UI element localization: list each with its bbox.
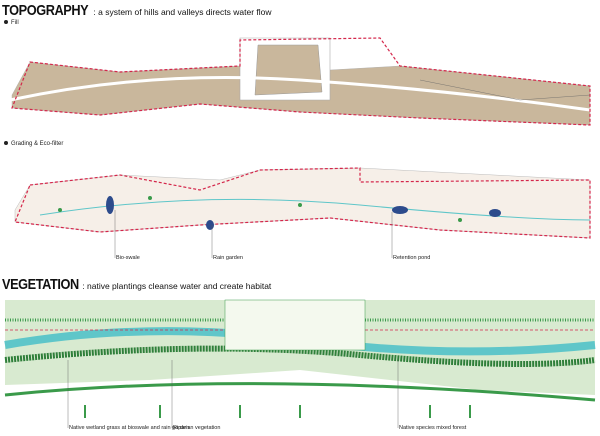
callout-wetland-grass: Native wetland grass at bioswale and rai…	[69, 425, 190, 431]
vegetation-plan	[4, 295, 596, 428]
fill-plan	[9, 37, 591, 126]
callout-retention-pond: Retention pond	[393, 255, 431, 261]
grading-label: Grading & Eco-filter	[4, 141, 63, 147]
topography-heading: TOPOGRAPHY: a system of hills and valley…	[2, 2, 272, 19]
fill-label: Fill	[4, 20, 19, 26]
callout-bio-swale: Bio-swale	[116, 255, 140, 261]
vegetation-heading: VEGETATION: native plantings cleanse wat…	[2, 276, 272, 293]
grading-plan	[14, 167, 591, 258]
callout-riparian: Riparian vegetation	[173, 425, 221, 431]
callout-rain-garden: Rain garden	[213, 255, 243, 261]
callout-mixed-forest: Native species mixed forest	[399, 425, 467, 431]
